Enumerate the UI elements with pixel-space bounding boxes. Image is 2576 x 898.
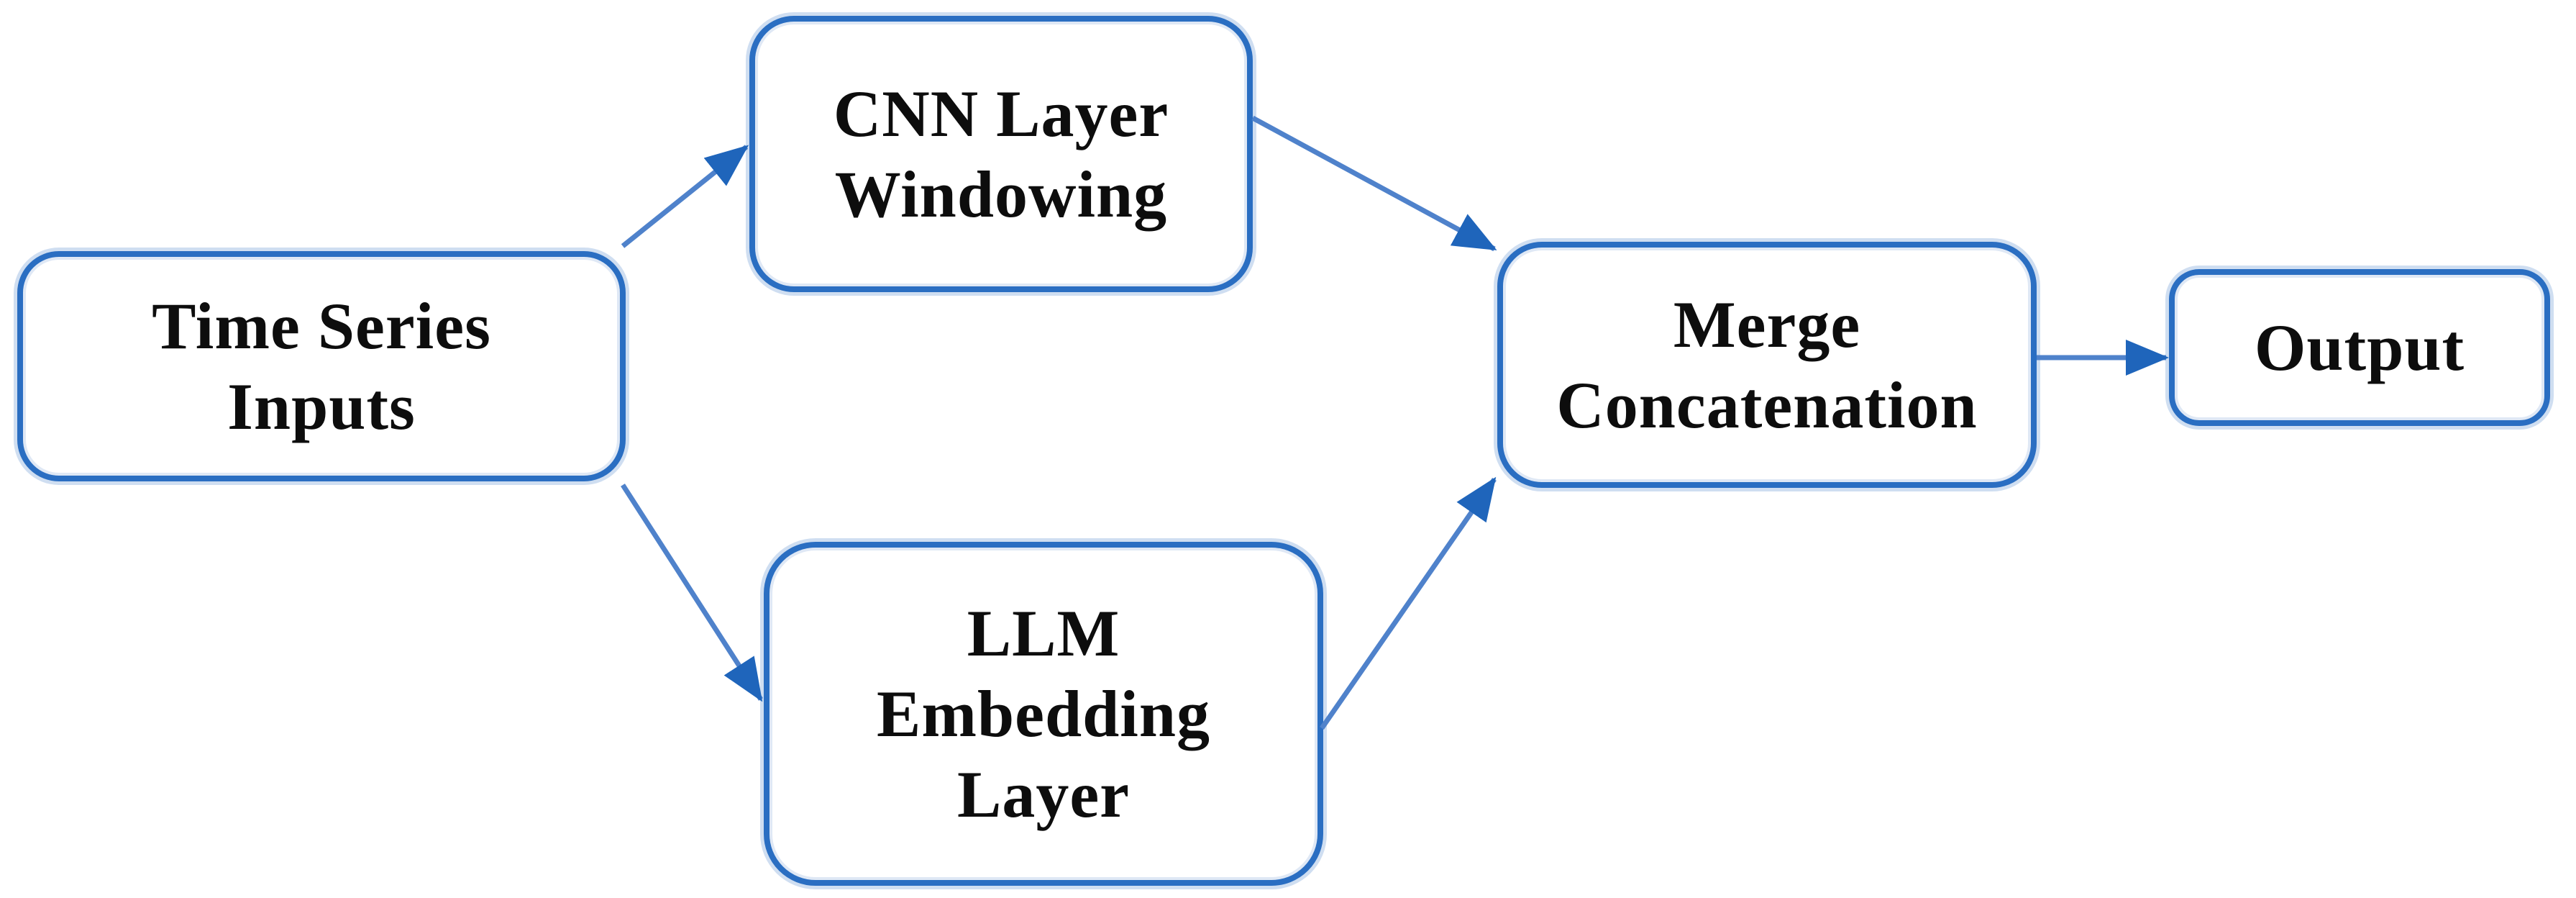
node-cnn-layer-windowing: CNN Layer Windowing xyxy=(749,16,1253,292)
node-llm-embedding-layer-label: LLM Embedding Layer xyxy=(876,596,1211,832)
edge-time-series-to-llm xyxy=(621,484,763,702)
node-time-series-inputs: Time Series Inputs xyxy=(17,251,626,481)
node-output: Output xyxy=(2169,269,2550,426)
node-cnn-layer-windowing-label: CNN Layer Windowing xyxy=(833,76,1169,231)
edge-time-series-to-cnn xyxy=(621,145,749,248)
node-output-label: Output xyxy=(2254,310,2465,384)
node-merge-concatenation-label: Merge Concatenation xyxy=(1556,287,1978,442)
node-llm-embedding-layer: LLM Embedding Layer xyxy=(764,542,1323,886)
node-merge-concatenation: Merge Concatenation xyxy=(1497,242,2037,488)
edge-cnn-to-merge xyxy=(1251,115,1497,252)
node-time-series-inputs-label: Time Series Inputs xyxy=(152,289,491,443)
edge-llm-to-merge xyxy=(1320,476,1497,730)
